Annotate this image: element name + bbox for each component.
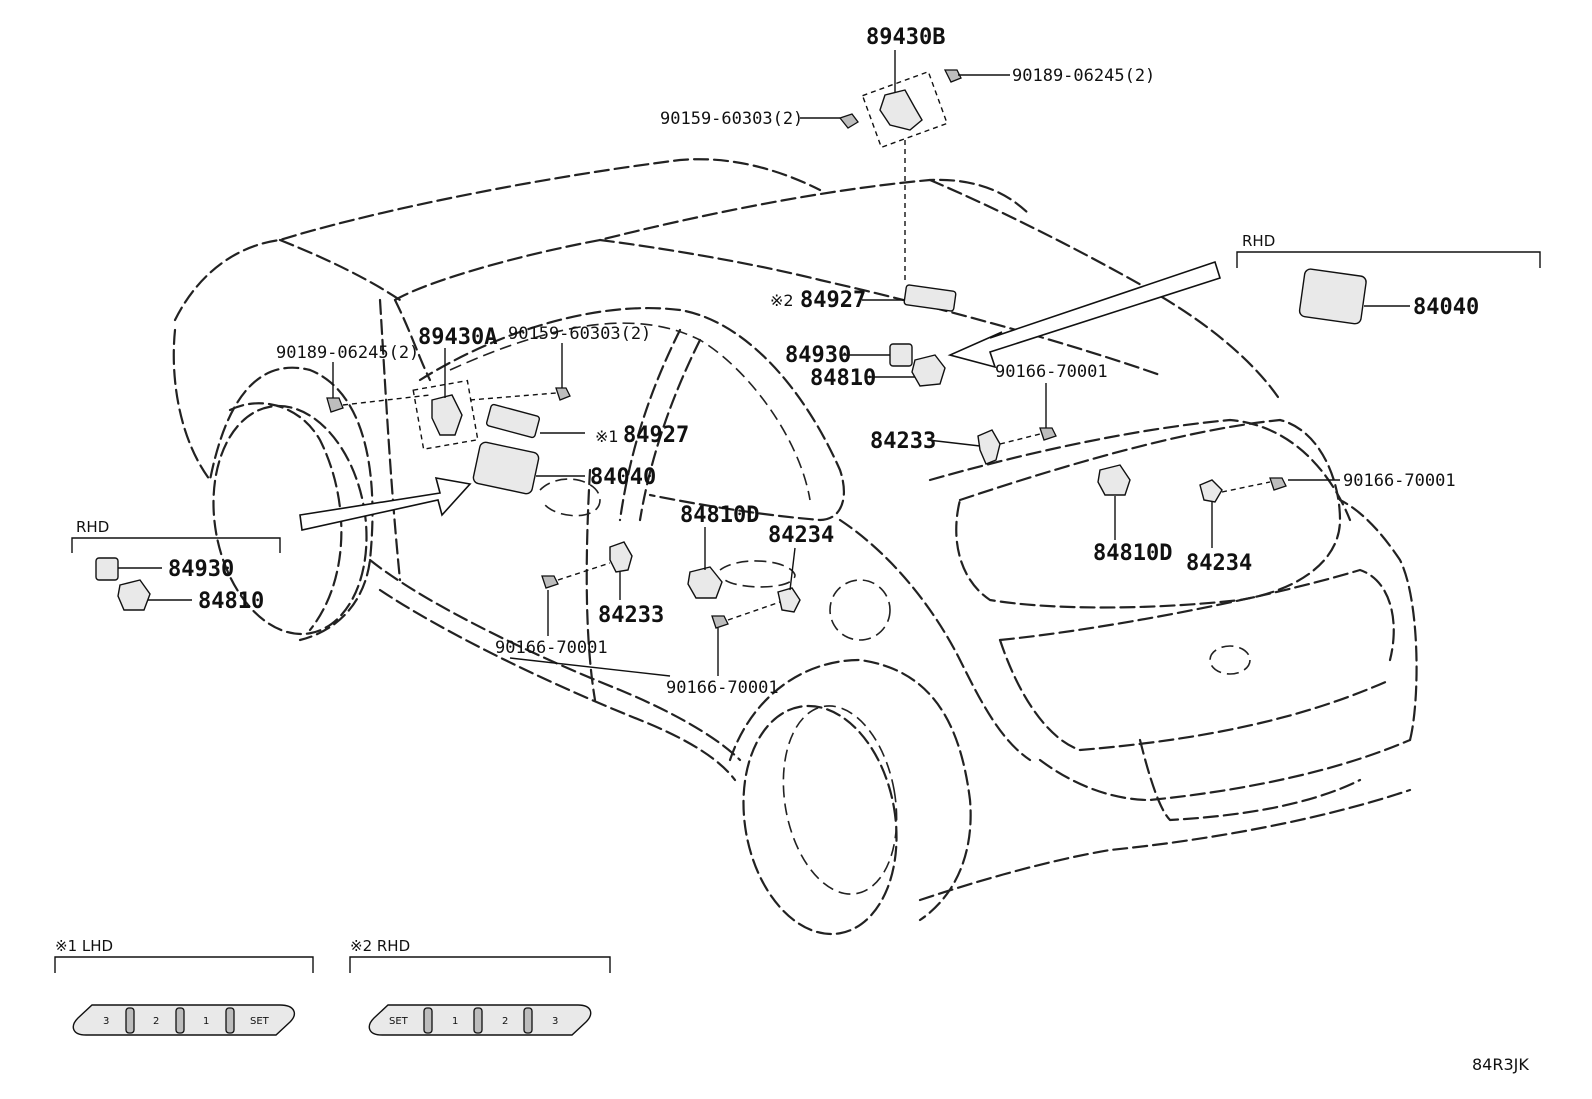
label-90166-rear: 90166-70001	[1343, 471, 1456, 491]
label-90189-left: 90189-06245(2)	[276, 343, 419, 363]
label-84233-center: 84233	[870, 429, 936, 454]
legend2-button-set: SET	[389, 1016, 409, 1027]
label-84927-right: 84927	[800, 288, 866, 313]
legend2-button-2: 2	[502, 1016, 508, 1027]
label-90166-left-1: 90166-70001	[495, 638, 608, 658]
label-84930-center: 84930	[785, 343, 851, 368]
label-90159-top: 90159-60303(2)	[660, 109, 803, 129]
legend2-button-3: 3	[552, 1016, 558, 1027]
arrow-left-door	[299, 476, 472, 531]
car-outline	[172, 158, 1418, 936]
label-84040-rhd: 84040	[1413, 295, 1479, 320]
label-84810-rhd-left: 84810	[198, 589, 264, 614]
label-84810D-left: 84810D	[680, 503, 759, 528]
rhd-left-bracket	[71, 537, 281, 553]
legend2-button-1: 1	[452, 1016, 458, 1027]
label-84040-left: 84040	[590, 465, 656, 490]
label-84927-right-mark: ※2	[770, 291, 794, 310]
label-84927-left-mark: ※1	[595, 427, 619, 446]
label-84810-center: 84810	[810, 366, 876, 391]
label-84927-left: 84927	[623, 423, 689, 448]
part-labels: 89430B 90189-06245(2) 90159-60303(2) ※2 …	[168, 25, 1479, 698]
label-84810D-rear: 84810D	[1093, 541, 1172, 566]
part-shapes	[95, 69, 1367, 629]
legend1-button-1: 1	[203, 1016, 209, 1027]
label-84234-left: 84234	[768, 523, 834, 548]
group-rhd-right: RHD	[1242, 232, 1275, 250]
label-90189-top: 90189-06245(2)	[1012, 66, 1155, 86]
legend1-switch-panel: 3 2 1 SET	[72, 1004, 296, 1036]
label-89430A: 89430A	[418, 325, 497, 350]
legend2-bracket	[349, 956, 611, 973]
label-84930-rhd-left: 84930	[168, 557, 234, 582]
group-rhd-left: RHD	[76, 518, 109, 536]
legend1-button-3: 3	[103, 1016, 109, 1027]
legend2-title: ※2 RHD	[350, 937, 410, 955]
label-90166-left-2: 90166-70001	[666, 678, 779, 698]
leader-lines	[118, 50, 1410, 677]
legend1-title: ※1 LHD	[55, 937, 113, 955]
label-90159-left: 90159-60303(2)	[508, 324, 651, 344]
label-84234-rear: 84234	[1186, 551, 1252, 576]
legend2-switch-panel: SET 1 2 3	[368, 1004, 592, 1036]
reference-code: 84R3JK	[1472, 1055, 1529, 1074]
legend1-bracket	[54, 956, 314, 973]
arrow-rear-door	[947, 260, 1222, 369]
rhd-right-bracket	[1236, 251, 1541, 268]
legend1-button-2: 2	[153, 1016, 159, 1027]
legend1-button-set: SET	[250, 1016, 270, 1027]
label-84233-left: 84233	[598, 603, 664, 628]
label-90166-center: 90166-70001	[995, 362, 1108, 382]
label-89430B: 89430B	[866, 25, 945, 50]
